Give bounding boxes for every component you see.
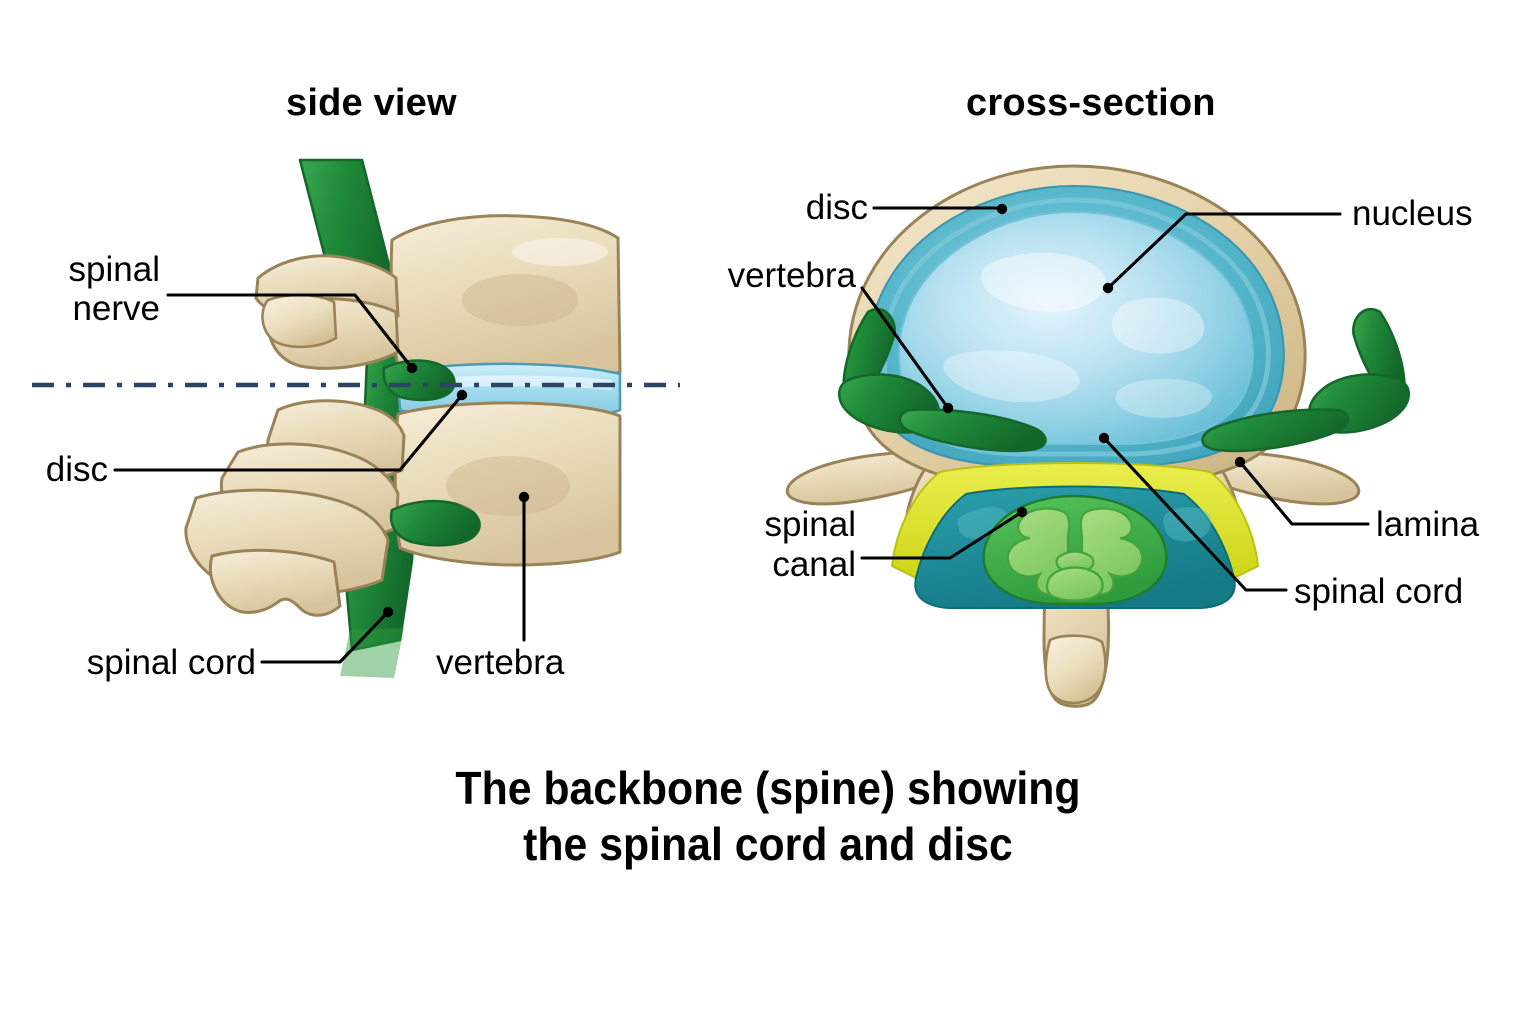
gray-matter-butterfly <box>1006 507 1144 602</box>
bone-shade-2 <box>462 274 578 326</box>
label-nucleus: nucleus <box>1352 194 1473 233</box>
label-lamina: lamina <box>1376 505 1480 544</box>
gray-matter-center-bridge <box>1055 550 1095 572</box>
leader-spinal-cord-cross <box>1102 436 1288 592</box>
leader-dot-vertebra-cross <box>942 402 954 414</box>
gray-matter-ventral-horn <box>1046 566 1104 602</box>
panel-title-side-view: side view <box>286 82 457 124</box>
nerve-branch-right <box>1201 408 1350 453</box>
nucleus-cloud-2 <box>1111 297 1205 354</box>
nucleus-cloud-3 <box>943 350 1080 403</box>
spinous-process-tip <box>1044 634 1107 705</box>
bone-hilite-1 <box>512 238 608 266</box>
label-spinal-cord-side: spinal cord <box>86 643 256 682</box>
leader-dot-nucleus <box>1102 282 1114 294</box>
label-spinal-nerve-line2: nerve <box>72 289 160 329</box>
leader-spinal-canal <box>860 510 1024 560</box>
spinal-cord-fade-side <box>340 628 404 678</box>
label-spinal-cord-cross: spinal cord <box>1294 572 1464 611</box>
leader-vertebra-cross <box>860 286 950 410</box>
leader-dot-spinal-canal <box>1016 506 1028 518</box>
leader-dot-spinal-cord-side <box>382 606 394 618</box>
label-spinal-canal: spinal canal <box>680 505 856 585</box>
leader-dot-disc-side <box>456 389 468 401</box>
panel-title-cross-section: cross-section <box>966 82 1216 124</box>
figure-caption: The backbone (spine) showing the spinal … <box>54 760 1482 872</box>
figure-caption-line1: The backbone (spine) showing <box>455 762 1081 814</box>
figure-caption-line2: the spinal cord and disc <box>523 818 1013 871</box>
label-spinal-canal-line2: canal <box>772 544 856 584</box>
vertebra-lower-spinous-tip-side <box>209 548 342 617</box>
label-spinal-nerve: spinal nerve <box>0 250 160 328</box>
label-vertebra-cross: vertebra <box>727 256 856 295</box>
leader-disc-side <box>113 393 464 472</box>
leader-dot-disc-cross <box>996 203 1008 215</box>
leader-lamina <box>1238 460 1370 526</box>
bone-shade-1 <box>446 456 570 516</box>
leader-dot-spinal-nerve <box>406 362 418 374</box>
vertebra-upper-facet-side <box>261 293 338 349</box>
nucleus-cloud-1 <box>981 252 1106 312</box>
leader-dot-spinal-cord-cross <box>1098 432 1110 444</box>
label-disc-side: disc <box>45 450 108 489</box>
label-spinal-nerve-line1: spinal <box>68 250 160 289</box>
leader-nucleus <box>1106 212 1342 290</box>
nucleus-pulposus <box>898 210 1254 445</box>
leader-spinal-nerve <box>166 293 414 370</box>
side-view-artwork <box>32 158 680 678</box>
leader-dot-lamina <box>1234 456 1246 468</box>
nucleus-cloud-4 <box>1115 378 1213 419</box>
spinal-nerve-root-upper-side <box>382 359 456 402</box>
label-vertebra-side: vertebra <box>436 643 565 682</box>
annulus-ring-inner <box>881 197 1271 457</box>
nerve-branch-left <box>898 408 1047 453</box>
label-disc-cross: disc <box>805 188 868 227</box>
cross-section-artwork <box>785 164 1411 708</box>
spinal-nerve-root-lower-side <box>389 499 481 547</box>
leader-spinal-cord-side <box>260 610 390 664</box>
leader-dot-vertebra-side <box>518 491 530 503</box>
label-spinal-canal-line1: spinal <box>764 505 856 544</box>
